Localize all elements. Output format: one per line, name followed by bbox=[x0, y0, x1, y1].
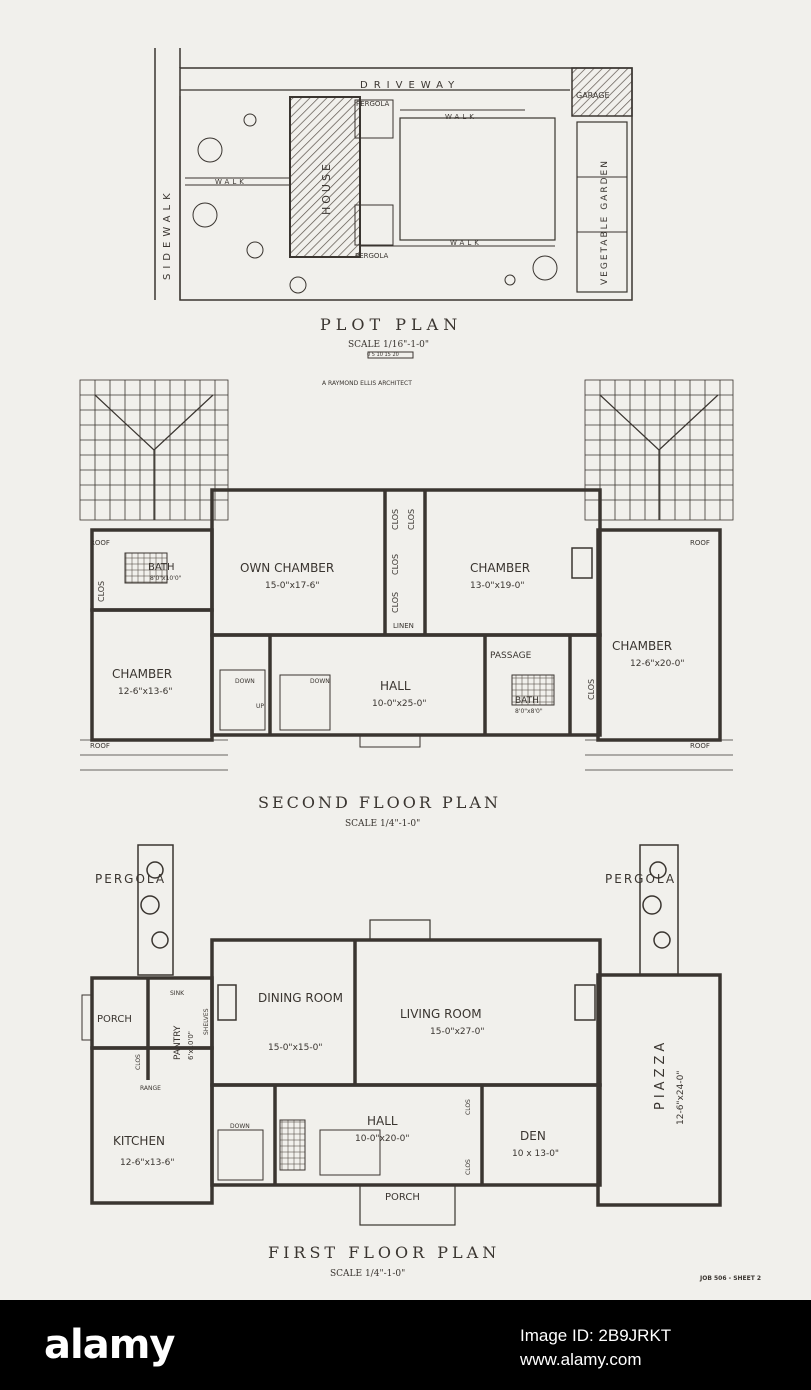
sidewalk-label: SIDEWALK bbox=[162, 188, 173, 280]
garage-label: GARAGE bbox=[576, 91, 610, 100]
first-floor-labels: PERGOLA PERGOLA DINING ROOM 15-0"x15-0" … bbox=[95, 872, 761, 1282]
kitchen-label: KITCHEN bbox=[113, 1134, 165, 1148]
pergola-label-left: PERGOLA bbox=[95, 872, 166, 886]
dining-room-dims: 15-0"x15-0" bbox=[268, 1043, 322, 1053]
clos-label-1: CLOS bbox=[391, 509, 400, 530]
chamber-left-dims: 12-6"x13-6" bbox=[118, 687, 172, 697]
image-id-label: Image ID: 2B9JRKT bbox=[520, 1326, 672, 1345]
first-floor-walls bbox=[90, 938, 722, 1207]
second-floor-scale: SCALE 1/4"-1-0" bbox=[345, 819, 420, 829]
living-room-label: LIVING ROOM bbox=[400, 1007, 482, 1021]
porch-side-label: PORCH bbox=[97, 1014, 132, 1025]
chamber-right-label: CHAMBER bbox=[612, 639, 672, 653]
plot-plan bbox=[154, 48, 633, 359]
chamber-center-label: CHAMBER bbox=[470, 561, 530, 575]
second-floor-title: SECOND FLOOR PLAN bbox=[258, 793, 501, 812]
walk-label-bottom: WALK bbox=[450, 239, 482, 247]
clos-first-label-3: CLOS bbox=[135, 1054, 142, 1070]
down-label-1: DOWN bbox=[235, 678, 255, 685]
hall-second-label: HALL bbox=[380, 679, 411, 693]
architectural-plans: DRIVEWAY SIDEWALK HOUSE PERGOLA PERGOLA … bbox=[79, 48, 761, 1282]
plot-scale-ticks: 0 5 10 15 20 bbox=[367, 352, 399, 358]
pantry-label: PANTRY bbox=[173, 1025, 183, 1060]
vegetable-garden-label: VEGETABLE GARDEN bbox=[600, 159, 610, 285]
den-label: DEN bbox=[520, 1129, 546, 1143]
passage-label: PASSAGE bbox=[490, 651, 532, 661]
roof-label-2: ROOF bbox=[90, 742, 110, 750]
clos-first-label-2: CLOS bbox=[465, 1159, 472, 1175]
clos-label-4: CLOS bbox=[407, 509, 416, 530]
hall-first-label: HALL bbox=[367, 1114, 398, 1128]
pergola-roof-left bbox=[79, 379, 229, 521]
clos-first-label-1: CLOS bbox=[465, 1099, 472, 1115]
down-first-label: DOWN bbox=[230, 1123, 250, 1130]
linen-label: LINEN bbox=[393, 622, 414, 630]
pergola-plot-top: PERGOLA bbox=[356, 100, 390, 108]
first-floor-scale: SCALE 1/4"-1-0" bbox=[330, 1269, 405, 1279]
roof-label-3: ROOF bbox=[690, 539, 710, 547]
bath-left-dims: 8'0"x10'0" bbox=[150, 575, 182, 582]
watermark-url: www.alamy.com bbox=[520, 1350, 642, 1369]
roof-label-1: ROOF bbox=[90, 539, 110, 547]
chamber-right-dims: 12-6"x20-0" bbox=[630, 659, 684, 669]
pergola-roof-right bbox=[584, 379, 734, 521]
plot-plan-labels: DRIVEWAY SIDEWALK HOUSE PERGOLA PERGOLA … bbox=[162, 80, 610, 387]
hall-first-dims: 10-0"x20-0" bbox=[355, 1134, 409, 1144]
second-floor-plan bbox=[79, 379, 734, 771]
house-label: HOUSE bbox=[320, 161, 333, 215]
piazza-label: PIAZZA bbox=[653, 1039, 668, 1110]
bath-left-label: BATH bbox=[148, 562, 175, 573]
kitchen-dims: 12-6"x13-6" bbox=[120, 1158, 174, 1168]
clos-label-6: CLOS bbox=[587, 679, 596, 700]
living-room-dims: 15-0"x27-0" bbox=[430, 1027, 484, 1037]
second-floor-labels: OWN CHAMBER 15-0"x17-6" CHAMBER 13-0"x19… bbox=[90, 509, 710, 829]
den-dims: 10 x 13-0" bbox=[512, 1149, 559, 1159]
pergola-stone-left bbox=[137, 844, 174, 976]
second-floor-walls bbox=[90, 488, 722, 742]
pergola-stone-right bbox=[639, 844, 679, 976]
bath-right-label: BATH bbox=[515, 696, 539, 706]
driveway-label: DRIVEWAY bbox=[360, 80, 460, 91]
piazza-dims: 12-6"x24-0" bbox=[676, 1071, 686, 1125]
up-label: UP bbox=[256, 703, 264, 710]
chamber-center-dims: 13-0"x19-0" bbox=[470, 581, 524, 591]
architect-credit: A RAYMOND ELLIS ARCHITECT bbox=[322, 380, 412, 387]
dining-room-label: DINING ROOM bbox=[258, 991, 343, 1005]
roof-grid-bottom bbox=[80, 739, 733, 771]
pergola-plot-bottom: PERGOLA bbox=[355, 252, 389, 260]
walk-label-top: WALK bbox=[445, 113, 477, 121]
down-label-2: DOWN bbox=[310, 678, 330, 685]
own-chamber-dims: 15-0"x17-6" bbox=[265, 581, 319, 591]
first-floor-title: FIRST FLOOR PLAN bbox=[268, 1243, 500, 1262]
alamy-logo: alamy bbox=[44, 1322, 175, 1368]
pantry-dims: 6'x10'0" bbox=[187, 1031, 195, 1060]
porch-front-label: PORCH bbox=[385, 1192, 420, 1203]
clos-label-3: CLOS bbox=[391, 592, 400, 613]
sheet-id: JOB 506 - SHEET 2 bbox=[699, 1275, 761, 1282]
roof-label-4: ROOF bbox=[690, 742, 710, 750]
clos-label-2: CLOS bbox=[391, 554, 400, 575]
chamber-left-label: CHAMBER bbox=[112, 667, 172, 681]
watermark-bar bbox=[0, 1300, 811, 1390]
bath-right-dims: 8'0"x8'0" bbox=[515, 708, 543, 715]
plot-plan-title: PLOT PLAN bbox=[320, 315, 462, 334]
shelves-label: SHELVES bbox=[203, 1008, 210, 1035]
first-floor-plan bbox=[81, 844, 722, 1226]
sink-label: SINK bbox=[170, 990, 185, 997]
walk-label-left: WALK bbox=[215, 178, 247, 186]
pergola-label-right: PERGOLA bbox=[605, 872, 676, 886]
range-label: RANGE bbox=[140, 1085, 161, 1092]
hall-second-dims: 10-0"x25-0" bbox=[372, 699, 426, 709]
clos-label-5: CLOS bbox=[97, 581, 106, 602]
own-chamber-label: OWN CHAMBER bbox=[240, 561, 334, 575]
plot-plan-scale: SCALE 1/16"-1-0" bbox=[348, 340, 429, 350]
